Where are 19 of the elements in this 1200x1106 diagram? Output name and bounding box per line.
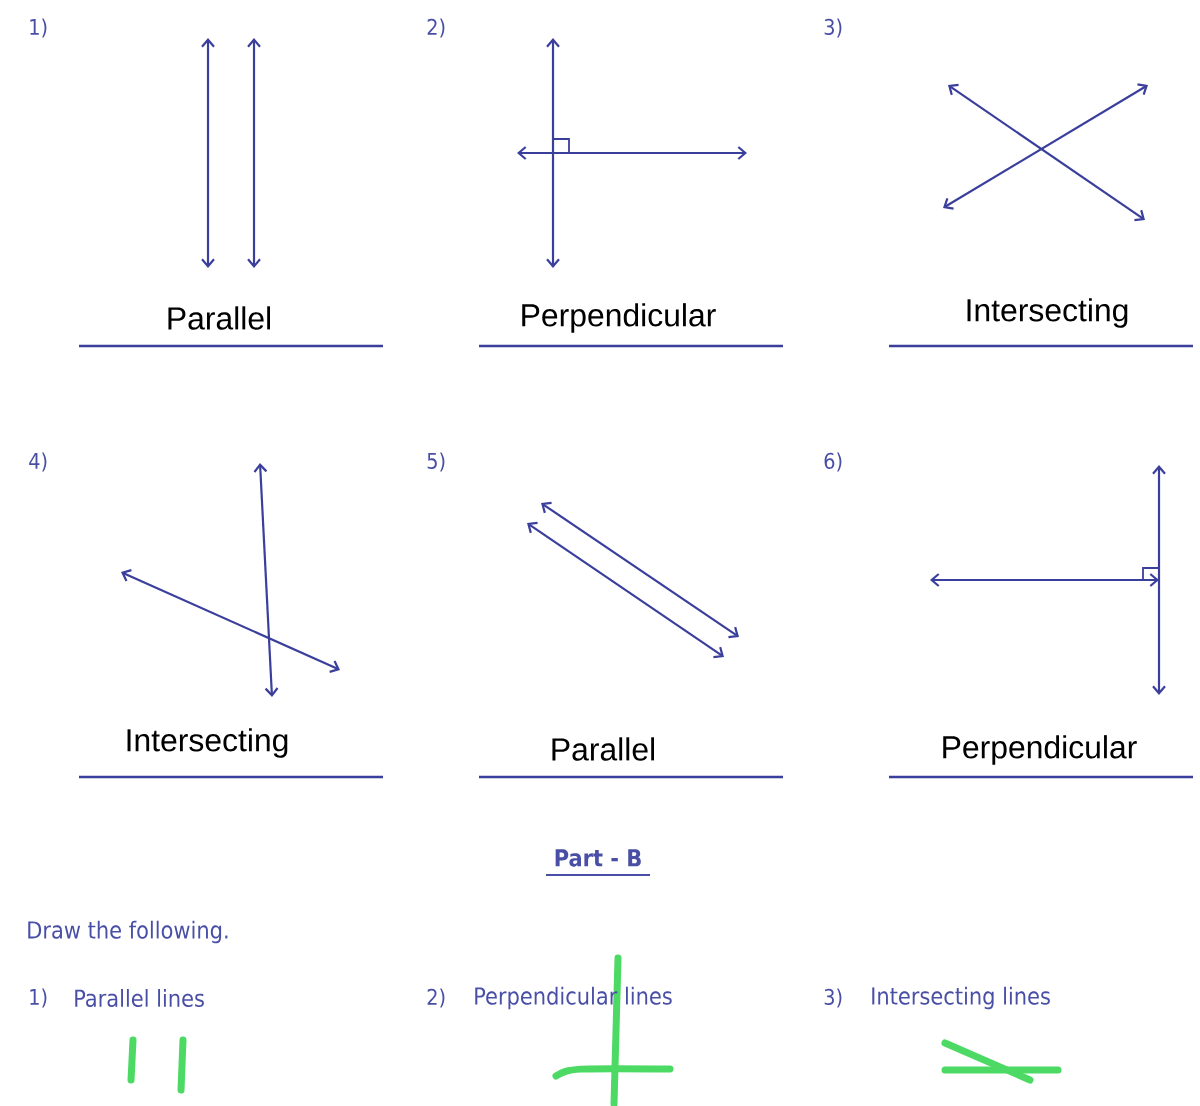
- instruction-text: Intersecting lines: [872, 986, 1050, 1010]
- item-number: 3): [824, 18, 842, 38]
- answer-text: Parallel: [168, 306, 270, 330]
- item-number: 2): [427, 988, 445, 1008]
- answer-text: Parallel: [552, 737, 654, 761]
- section-heading: Part - B: [555, 849, 641, 867]
- item-number: 2): [427, 18, 445, 38]
- item-number: 1): [30, 18, 47, 38]
- answer-text: Perpendicular: [943, 735, 1137, 765]
- instruction-text: Parallel lines: [75, 988, 204, 1007]
- item-number: 1): [30, 988, 47, 1008]
- item-number: 3): [824, 988, 842, 1008]
- answer-text: Intersecting: [127, 728, 288, 758]
- instruction-text: Draw the following.: [28, 920, 228, 944]
- answer-text: Intersecting: [967, 298, 1128, 328]
- item-number: 4): [29, 452, 47, 472]
- answer-text: Perpendicular: [522, 303, 716, 333]
- item-number: 6): [824, 452, 842, 472]
- item-number: 5): [427, 452, 445, 472]
